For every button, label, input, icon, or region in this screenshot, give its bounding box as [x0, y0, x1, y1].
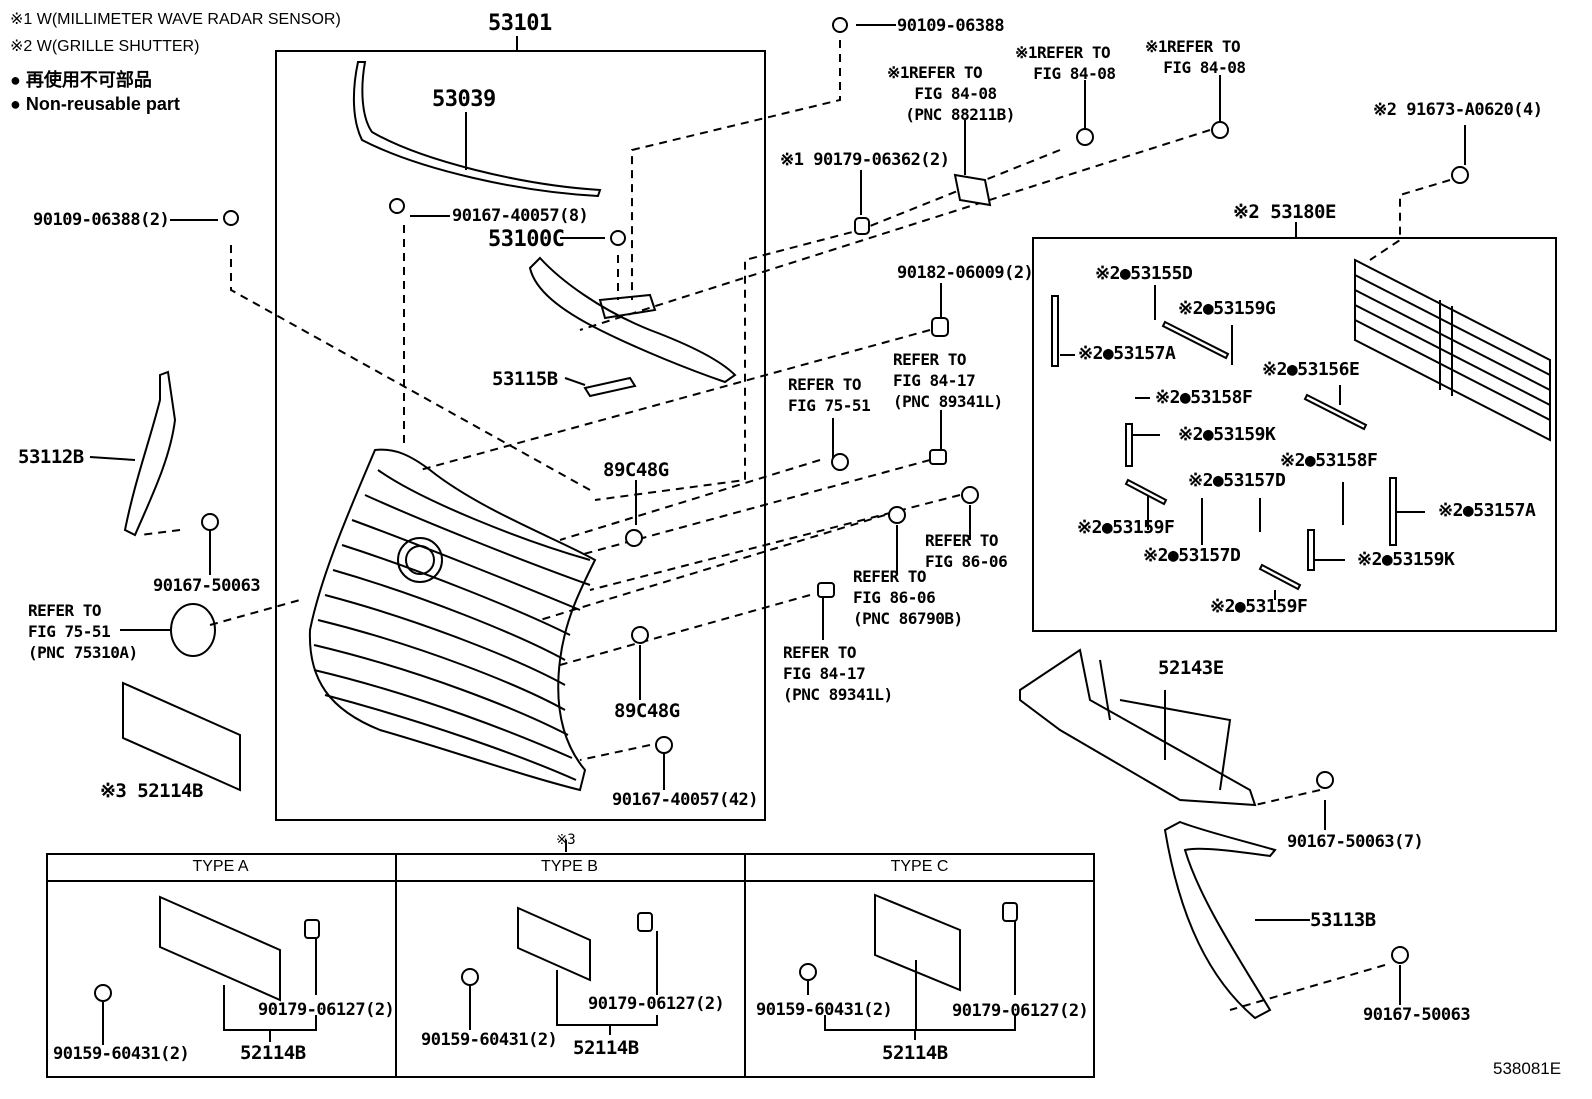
type-table-frame: [46, 853, 1095, 1078]
part-label-53157D-upper[interactable]: ※2●53157D: [1188, 470, 1286, 491]
part-label-90109-06388-2[interactable]: 90109-06388(2): [33, 210, 170, 230]
type-b-bolt-label[interactable]: 90159-60431(2): [421, 1030, 558, 1050]
part-label-53159K-upper[interactable]: ※2●53159K: [1178, 424, 1276, 445]
part-label-90182-06009-2[interactable]: 90182-06009(2): [897, 263, 1034, 283]
type-table-col-divider-1: [395, 853, 397, 1078]
reference-75-51-mid[interactable]: REFER TO FIG 75-51: [788, 375, 871, 415]
part-label-91673-A0620-4[interactable]: ※2 91673-A0620(4): [1373, 100, 1543, 120]
type-c-header: TYPE C: [890, 858, 949, 875]
legend-nonreusable-jp: ● 再使用不可部品: [10, 70, 152, 90]
part-label-53158F-right[interactable]: ※2●53158F: [1280, 450, 1378, 471]
reference-89341L-upper[interactable]: REFER TO FIG 84-17 (PNC 89341L): [893, 350, 1003, 411]
reference-86-06[interactable]: REFER TO FIG 86-06: [925, 531, 1008, 571]
part-label-90179-06362-2[interactable]: ※1 90179-06362(2): [780, 150, 950, 170]
part-label-53159F-lower[interactable]: ※2●53159F: [1210, 596, 1308, 617]
type-a-nut-label[interactable]: 90179-06127(2): [258, 1000, 395, 1020]
type-table-header-divider: [46, 880, 1095, 882]
reference-86790B[interactable]: REFER TO FIG 86-06 (PNC 86790B): [853, 567, 963, 628]
part-label-53039[interactable]: 53039: [432, 87, 496, 112]
molding-53039-shape: [352, 61, 602, 198]
shutter-53180E-shape: [1354, 258, 1551, 442]
figure-id: 538081E: [1493, 1059, 1562, 1078]
legend-note-radar: ※1 W(MILLIMETER WAVE RADAR SENSOR): [10, 11, 341, 28]
legend-nonreusable-en: ● Non-reusable part: [10, 94, 180, 114]
part-label-53159G[interactable]: ※2●53159G: [1178, 298, 1276, 319]
type-a-bracket-label[interactable]: 52114B: [240, 1042, 306, 1064]
type-c-bracket-label[interactable]: 52114B: [882, 1042, 948, 1064]
type-b-bracket-label[interactable]: 52114B: [573, 1037, 639, 1059]
part-label-90167-50063-7[interactable]: 90167-50063(7): [1287, 832, 1424, 852]
reference-89341L-lower[interactable]: REFER TO FIG 84-17 (PNC 89341L): [783, 643, 893, 704]
radar-reference-84-08-mid[interactable]: ※1REFER TO FIG 84-08: [1015, 43, 1116, 83]
part-label-53158F-left[interactable]: ※2●53158F: [1155, 387, 1253, 408]
radar-reference-88211B[interactable]: ※1REFER TO FIG 84-08 (PNC 88211B): [887, 63, 1015, 124]
part-label-90167-50063-right[interactable]: 90167-50063: [1363, 1005, 1471, 1025]
part-label-90167-40057-42[interactable]: 90167-40057(42): [612, 790, 759, 810]
type-table-note: ※3: [556, 832, 576, 848]
part-label-53155D[interactable]: ※2●53155D: [1095, 263, 1193, 284]
type-c-bolt-label[interactable]: 90159-60431(2): [756, 1000, 893, 1020]
part-label-53112B[interactable]: 53112B: [18, 446, 84, 468]
part-label-53115B[interactable]: 53115B: [492, 368, 558, 390]
part-label-53101[interactable]: 53101: [488, 11, 552, 36]
part-label-53159K-lower[interactable]: ※2●53159K: [1357, 549, 1455, 570]
part-label-53159F-upper[interactable]: ※2●53159F: [1077, 517, 1175, 538]
type-c-nut-label[interactable]: 90179-06127(2): [952, 1001, 1089, 1021]
part-label-53157A-upper[interactable]: ※2●53157A: [1078, 343, 1176, 364]
part-label-53113B[interactable]: 53113B: [1310, 909, 1376, 931]
part-label-53100C[interactable]: 53100C: [488, 227, 565, 252]
grille-53101-shape: [308, 448, 597, 792]
type-b-header: TYPE B: [541, 858, 598, 875]
retainer-bar-shape: [528, 256, 737, 384]
type-table-col-divider-2: [744, 853, 746, 1078]
part-label-89C48G-lower[interactable]: 89C48G: [614, 700, 680, 722]
legend-note-shutter: ※2 W(GRILLE SHUTTER): [10, 38, 200, 55]
type-a-bolt-label[interactable]: 90159-60431(2): [53, 1044, 190, 1064]
type-b-nut-label[interactable]: 90179-06127(2): [588, 994, 725, 1014]
part-label-90109-06388-top[interactable]: 90109-06388: [897, 16, 1005, 36]
grille-assembly-frame: [275, 50, 766, 821]
part-label-53157D-lower[interactable]: ※2●53157D: [1143, 545, 1241, 566]
part-label-52143E[interactable]: 52143E: [1158, 657, 1224, 679]
part-label-53156E[interactable]: ※2●53156E: [1262, 359, 1360, 380]
part-label-90167-50063-left[interactable]: 90167-50063: [153, 576, 261, 596]
part-label-90167-40057-8[interactable]: 90167-40057(8): [452, 206, 589, 226]
radar-reference-84-08-right[interactable]: ※1REFER TO FIG 84-08: [1145, 37, 1246, 77]
type-a-header: TYPE A: [192, 858, 249, 875]
part-label-89C48G-upper[interactable]: 89C48G: [603, 459, 669, 481]
part-label-53180E[interactable]: ※2 53180E: [1233, 201, 1336, 223]
part-label-52114B-left[interactable]: ※3 52114B: [100, 780, 203, 802]
grille-shutter-frame: [1032, 237, 1557, 632]
part-label-53157A-lower[interactable]: ※2●53157A: [1438, 500, 1536, 521]
emblem-reference[interactable]: REFER TO FIG 75-51 (PNC 75310A): [28, 601, 138, 662]
